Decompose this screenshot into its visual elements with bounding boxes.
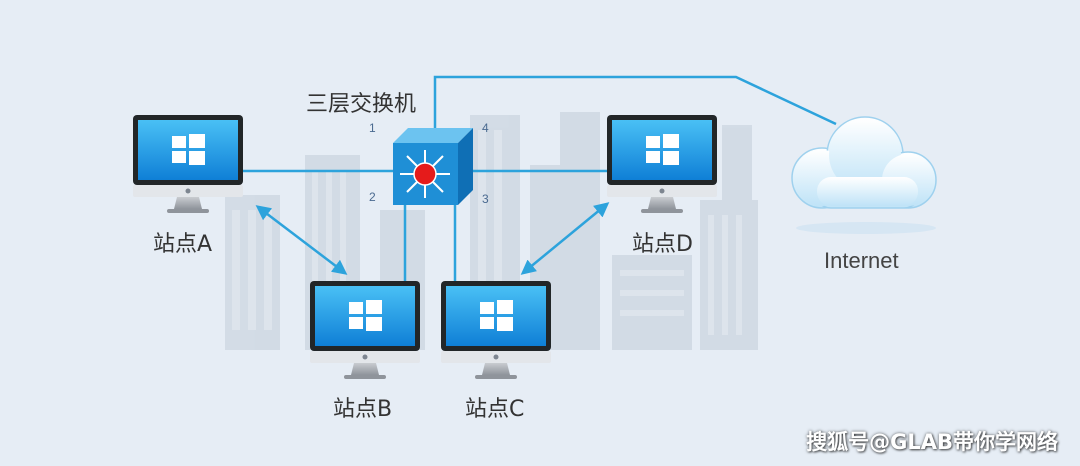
internet-cloud-icon xyxy=(791,116,937,234)
port-label-1: 1 xyxy=(369,121,376,135)
computer-icon-site-d xyxy=(607,115,717,213)
port-label-4: 4 xyxy=(482,121,489,135)
watermark-text: 搜狐号@GLAB带你学网络 xyxy=(806,430,1058,454)
computer-icon-site-c xyxy=(441,281,551,379)
link-switch-internet xyxy=(433,75,837,128)
internet-label: Internet xyxy=(824,248,899,273)
computer-icon-site-b xyxy=(310,281,420,379)
site-label-d: 站点D xyxy=(632,232,693,257)
arrow-site-a-site-b xyxy=(255,205,348,275)
port-label-2: 2 xyxy=(369,190,376,204)
neighbor-arrows xyxy=(255,202,610,275)
port-label-3: 3 xyxy=(482,192,489,206)
arrow-site-c-site-d xyxy=(520,202,610,275)
network-links xyxy=(243,75,837,282)
site-label-b: 站点B xyxy=(333,397,393,422)
site-label-c: 站点C xyxy=(465,397,525,422)
site-label-a: 站点A xyxy=(153,232,213,257)
layer3-switch-icon xyxy=(393,128,473,205)
switch-title: 三层交换机 xyxy=(306,92,417,117)
